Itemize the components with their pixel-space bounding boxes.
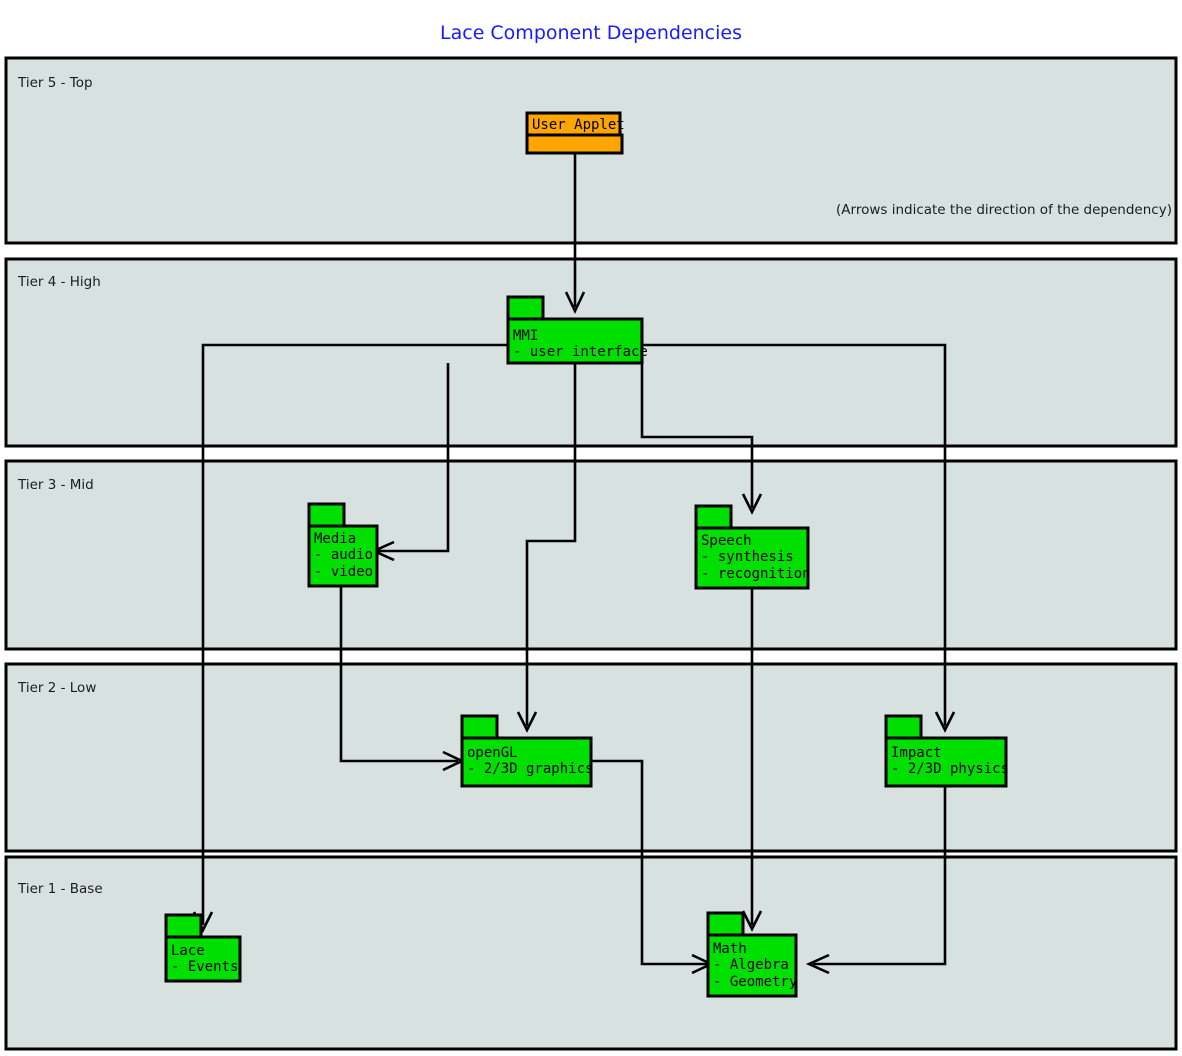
tier-4-label: Tier 4 - High	[17, 274, 101, 290]
lace-body	[164, 935, 242, 983]
page-title: Lace Component Dependencies	[440, 22, 742, 44]
opengl-detail-0: - 2/3D graphics	[467, 761, 593, 777]
opengl-tab	[460, 714, 499, 740]
math-tab	[706, 911, 745, 937]
arrowhead-math-top	[741, 910, 763, 932]
impact-name: Impact	[891, 745, 942, 761]
lace-tab	[164, 913, 203, 939]
mmi-body	[506, 317, 644, 365]
tier-5-label: Tier 5 - Top	[17, 75, 93, 91]
arrowhead-mmi-top	[564, 291, 586, 315]
edge-mmi-to-opengl	[525, 363, 577, 726]
speech-detail-1: - recognition	[701, 566, 811, 582]
edge-mmi-to-speech	[640, 363, 754, 508]
component-lace[interactable]: Lace - Events	[164, 913, 242, 983]
media-tab	[307, 502, 346, 528]
math-name: Math	[713, 941, 747, 957]
media-detail-0: - audio	[314, 547, 373, 563]
component-opengl[interactable]: openGL - 2/3D graphics	[460, 714, 593, 788]
tier-3-label: Tier 3 - Mid	[17, 477, 94, 493]
arrowhead-opengl-top	[516, 711, 538, 733]
edge-mmi-to-impact	[643, 343, 947, 726]
media-body	[307, 524, 379, 588]
lace-detail-0: - Events	[171, 959, 238, 975]
math-detail-0: - Algebra	[713, 957, 789, 973]
arrowhead-impact-top	[934, 711, 956, 733]
impact-detail-0: - 2/3D physics	[891, 761, 1009, 777]
tier-2-label: Tier 2 - Low	[17, 680, 96, 696]
arrowhead-math-right	[805, 953, 830, 975]
component-mmi[interactable]: MMI - user interface	[506, 295, 648, 365]
user-applet-body	[525, 133, 624, 155]
edge-mmi-to-lace	[201, 343, 507, 925]
mmi-tab	[506, 295, 545, 321]
component-impact[interactable]: Impact - 2/3D physics	[884, 714, 1009, 788]
edge-media-to-opengl	[339, 586, 458, 763]
component-user-applet[interactable]: User Applet	[525, 111, 625, 155]
speech-tab	[694, 504, 733, 530]
speech-detail-0: - synthesis	[701, 549, 794, 565]
edge-opengl-to-math	[591, 759, 707, 966]
opengl-body	[460, 736, 593, 788]
media-name: Media	[314, 531, 356, 547]
speech-body	[694, 526, 810, 590]
edge-impact-to-math	[813, 786, 947, 966]
arrows-note: (Arrows indicate the direction of the de…	[836, 202, 1172, 218]
dependency-edges	[192, 153, 956, 975]
mmi-name: MMI	[513, 328, 538, 344]
mmi-detail-0: - user interface	[513, 344, 648, 360]
math-detail-1: - Geometry	[713, 974, 797, 990]
edge-mmi-to-media	[378, 363, 450, 553]
impact-body	[884, 736, 1008, 788]
component-math[interactable]: Math - Algebra - Geometry	[706, 911, 798, 998]
tier-group-3: Tier 3 - Mid	[4, 459, 1178, 651]
impact-tab	[884, 714, 923, 740]
arrowhead-speech-top	[741, 493, 763, 515]
math-body	[706, 933, 798, 998]
component-speech[interactable]: Speech - synthesis - recognition	[694, 504, 811, 590]
media-detail-1: - video	[314, 564, 373, 580]
opengl-name: openGL	[467, 745, 518, 761]
tier-3-container	[4, 459, 1178, 651]
user-applet-name: User Applet	[532, 117, 625, 133]
speech-name: Speech	[701, 533, 752, 549]
lace-name: Lace	[171, 943, 205, 959]
tier-1-label: Tier 1 - Base	[17, 881, 103, 897]
component-media[interactable]: Media - audio - video	[307, 502, 379, 588]
